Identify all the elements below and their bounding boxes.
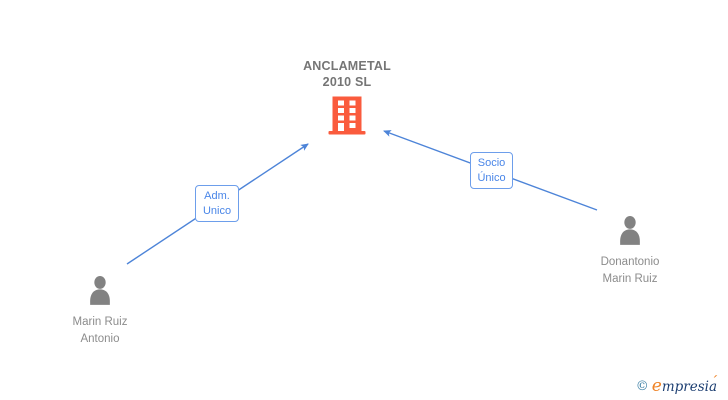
relationship-label-line2: Único — [477, 172, 506, 184]
relationship-label-socio-unico[interactable]: Socio Único — [470, 152, 513, 189]
relationship-label-line1: Socio — [477, 157, 506, 169]
person-node-marin-ruiz-antonio[interactable]: Marin Ruiz Antonio — [40, 276, 160, 348]
person-node-donantonio-marin-ruiz[interactable]: Donantonio Marin Ruiz — [570, 216, 690, 288]
copyright-icon: © — [635, 379, 649, 394]
company-name-line2: 2010 SL — [322, 75, 372, 89]
relationship-label-line2: Unico — [202, 205, 232, 217]
person-name-line2: Antonio — [80, 333, 120, 345]
empresia-logo[interactable]: ©empresia´ — [635, 374, 723, 396]
person-icon — [87, 276, 113, 310]
person-name-line1: Marin Ruiz — [72, 316, 128, 328]
company-node[interactable]: ANCLAMETAL 2010 SL — [267, 58, 427, 140]
building-icon — [328, 96, 366, 140]
person-name-line2: Marin Ruiz — [602, 273, 658, 285]
brand-wordmark: empresia´ — [651, 374, 723, 396]
brand-accent: ´ — [711, 374, 717, 388]
person-icon — [617, 216, 643, 250]
relationship-label-line1: Adm. — [204, 190, 230, 202]
brand-rest: mpresia — [661, 379, 717, 395]
person-name-line1: Donantonio — [600, 256, 660, 268]
brand-initial: e — [651, 376, 662, 396]
relationship-label-adm-unico[interactable]: Adm. Unico — [195, 185, 239, 222]
company-name-line1: ANCLAMETAL — [303, 59, 391, 73]
